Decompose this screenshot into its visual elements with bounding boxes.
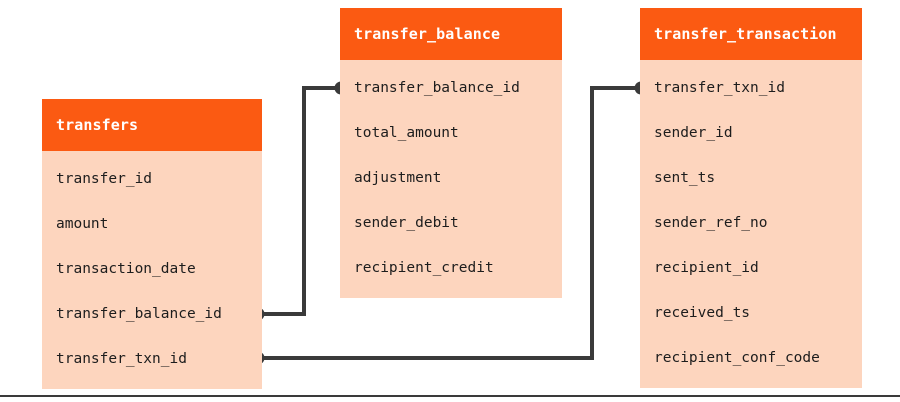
entity-field-sender-ref-no[interactable]: sender_ref_no	[654, 215, 768, 231]
entity-field-transfer-txn-id[interactable]: transfer_txn_id	[56, 351, 187, 367]
entity-field-transfer-balance-id[interactable]: transfer_balance_id	[354, 80, 520, 96]
entity-header-transfer-transaction: transfer_transaction	[640, 8, 862, 60]
entity-field-recipient-conf-code[interactable]: recipient_conf_code	[654, 350, 820, 366]
entity-field-total-amount[interactable]: total_amount	[354, 125, 459, 141]
entity-field-recipient-credit[interactable]: recipient_credit	[354, 260, 494, 276]
relationship-line-transfers-transfer-balance	[256, 86, 343, 316]
entity-field-list: transfer_id amount transaction_date tran…	[42, 151, 262, 389]
entity-table-transfer-balance[interactable]: transfer_balance transfer_balance_id tot…	[340, 8, 562, 298]
entity-field-sender-id[interactable]: sender_id	[654, 125, 733, 141]
entity-field-sender-debit[interactable]: sender_debit	[354, 215, 459, 231]
entity-table-transfers[interactable]: transfers transfer_id amount transaction…	[42, 99, 262, 389]
entity-header-transfer-balance: transfer_balance	[340, 8, 562, 60]
entity-title: transfer_transaction	[654, 25, 837, 43]
entity-table-transfer-transaction[interactable]: transfer_transaction transfer_txn_id sen…	[640, 8, 862, 388]
entity-header-transfers: transfers	[42, 99, 262, 151]
entity-field-adjustment[interactable]: adjustment	[354, 170, 442, 186]
entity-field-transaction-date[interactable]: transaction_date	[56, 261, 196, 277]
entity-field-transfer-txn-id[interactable]: transfer_txn_id	[654, 80, 785, 96]
entity-field-list: transfer_balance_id total_amount adjustm…	[340, 60, 562, 298]
entity-field-received-ts[interactable]: received_ts	[654, 305, 751, 321]
entity-field-transfer-balance-id[interactable]: transfer_balance_id	[56, 306, 222, 322]
entity-field-amount[interactable]: amount	[56, 216, 109, 232]
entity-field-recipient-id[interactable]: recipient_id	[654, 260, 759, 276]
entity-field-sent-ts[interactable]: sent_ts	[654, 170, 716, 186]
bottom-divider	[0, 395, 900, 397]
entity-title: transfers	[56, 116, 139, 134]
entity-field-list: transfer_txn_id sender_id sent_ts sender…	[640, 60, 862, 388]
entity-field-transfer-id[interactable]: transfer_id	[56, 171, 153, 187]
entity-title: transfer_balance	[354, 25, 501, 43]
